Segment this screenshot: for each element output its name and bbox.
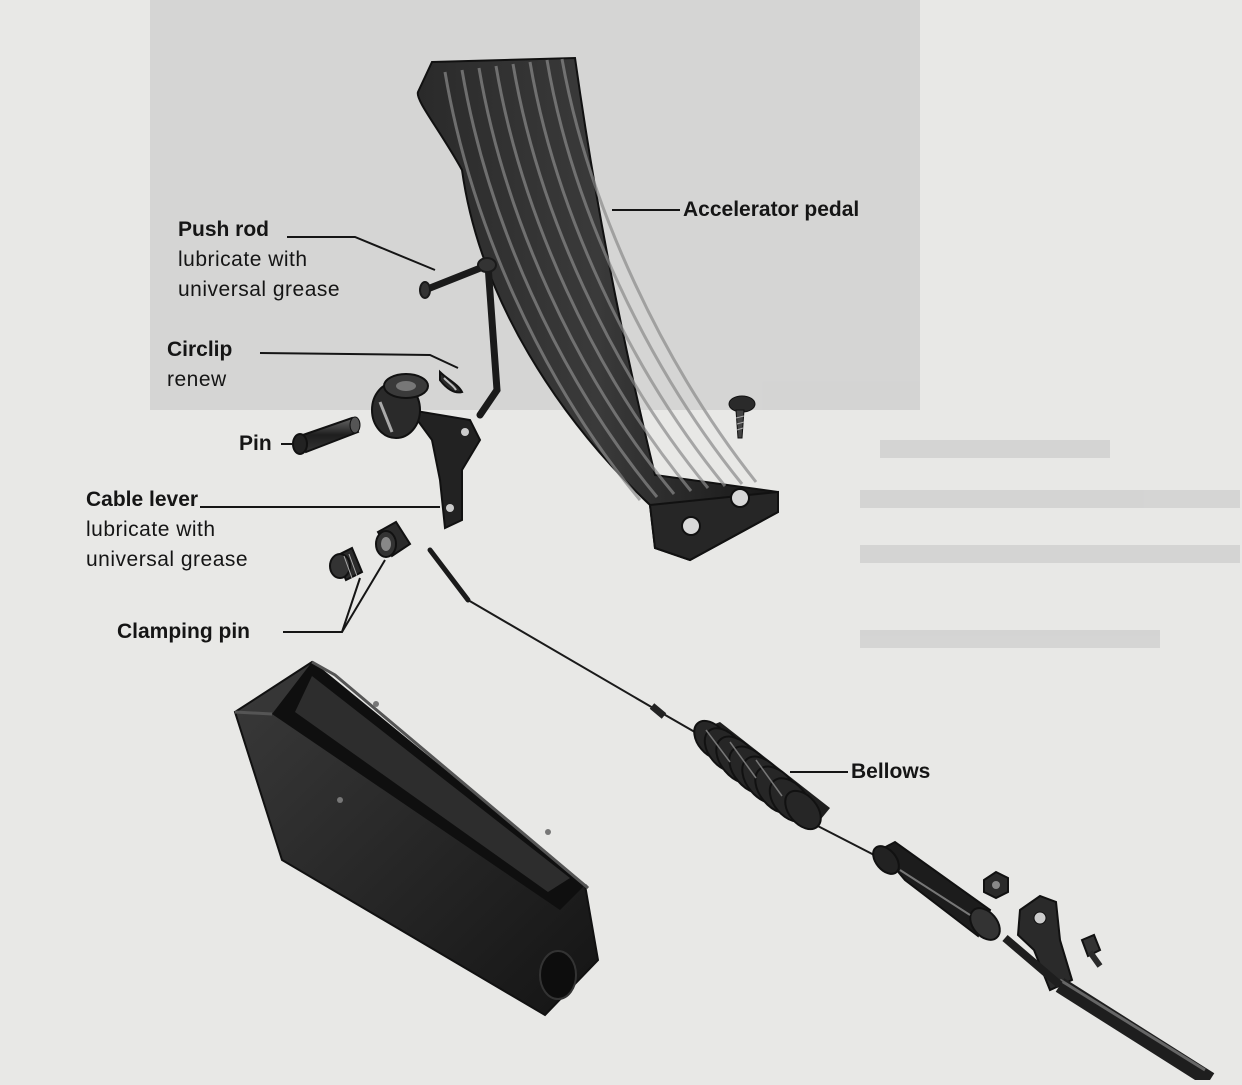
clamping-pin-title: Clamping pin [117, 620, 250, 643]
pedal-screw-part [728, 395, 756, 439]
bellows-label: Bellows [851, 757, 930, 787]
pin-part [292, 416, 361, 455]
push-rod-label: Push rod lubricate with universal grease [178, 215, 340, 305]
cable-sleeve-part [872, 840, 1001, 941]
circlip-leader [259, 352, 459, 369]
bellows-part [693, 719, 830, 831]
push-rod-note-line2: universal grease [178, 278, 341, 301]
bellows-title: Bellows [851, 760, 931, 783]
bracket-bolt-part [1080, 933, 1103, 968]
pedal-housing-part [233, 660, 600, 1017]
nut-part [983, 870, 1009, 900]
circlip-title: Circlip [167, 338, 233, 361]
cable-lever-title: Cable lever [86, 488, 199, 511]
cable-lever-label: Cable lever lubricate with universal gre… [86, 485, 248, 575]
clamping-pin-label: Clamping pin [117, 617, 250, 647]
circlip-label: Circlip renew [167, 335, 232, 395]
circlip-part [439, 369, 464, 394]
pin-label: Pin [239, 429, 272, 459]
clamping-pin-leader-1 [283, 577, 361, 633]
leader-lines [200, 209, 848, 773]
accelerator-cable-part [427, 547, 881, 859]
push-rod-note-line1: lubricate with [178, 248, 308, 271]
push-rod-title: Push rod [178, 218, 270, 241]
circlip-note-line1: renew [167, 368, 227, 391]
bracket-part [1002, 894, 1215, 1085]
cable-lever-note-line1: lubricate with [86, 518, 216, 541]
push-rod-part [419, 257, 501, 419]
clamping-pin-leader-2 [341, 559, 386, 633]
push-rod-leader [287, 236, 436, 271]
clamping-pin-part [329, 520, 412, 582]
cable-lever-part [371, 373, 482, 530]
accelerator-pedal-title: Accelerator pedal [683, 198, 860, 221]
pin-title: Pin [239, 432, 272, 455]
accelerator-pedal-part [416, 56, 779, 562]
cable-lever-note-line2: universal grease [86, 548, 249, 571]
accelerator-pedal-label: Accelerator pedal [683, 195, 859, 225]
